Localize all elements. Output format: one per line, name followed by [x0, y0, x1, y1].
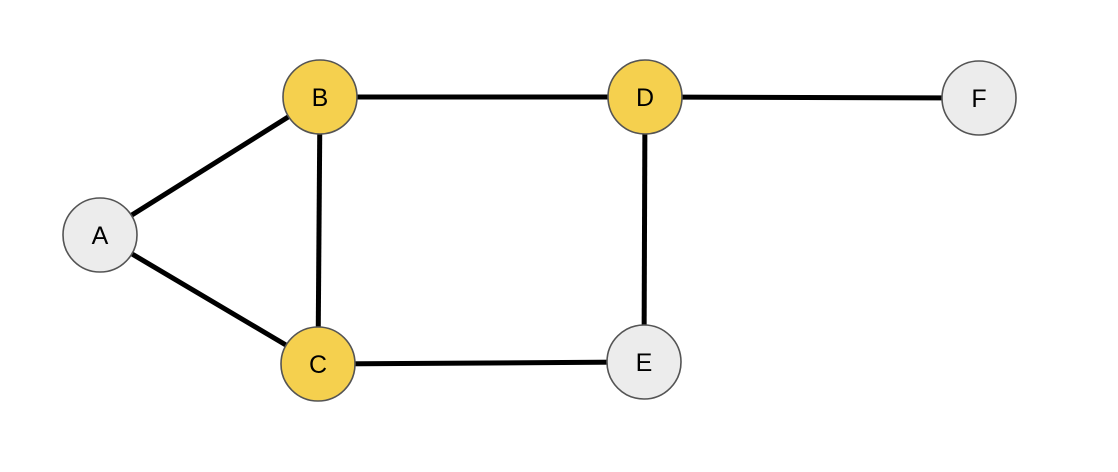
edge-layer: [98, 94, 980, 367]
graph-node-f[interactable]: F: [941, 60, 1017, 136]
node-circle-c[interactable]: [280, 326, 356, 402]
graph-edge-d-e: [641, 96, 648, 363]
graph-node-d[interactable]: D: [607, 59, 683, 135]
graph-node-a[interactable]: A: [62, 197, 138, 273]
graph-node-e[interactable]: E: [606, 324, 682, 400]
graph-edge-c-e: [317, 359, 645, 367]
node-layer: A B C D E F: [62, 59, 1017, 402]
graph-node-b[interactable]: B: [282, 59, 358, 135]
graph-edge-a-b: [98, 94, 322, 238]
node-circle-e[interactable]: [606, 324, 682, 400]
graph-edge-d-f: [644, 94, 980, 101]
node-circle-d[interactable]: [607, 59, 683, 135]
graph-edge-b-c: [315, 96, 323, 365]
node-circle-a[interactable]: [62, 197, 138, 273]
node-circle-f[interactable]: [941, 60, 1017, 136]
node-circle-b[interactable]: [282, 59, 358, 135]
graph-edge-a-c: [98, 232, 320, 367]
graph-node-c[interactable]: C: [280, 326, 356, 402]
